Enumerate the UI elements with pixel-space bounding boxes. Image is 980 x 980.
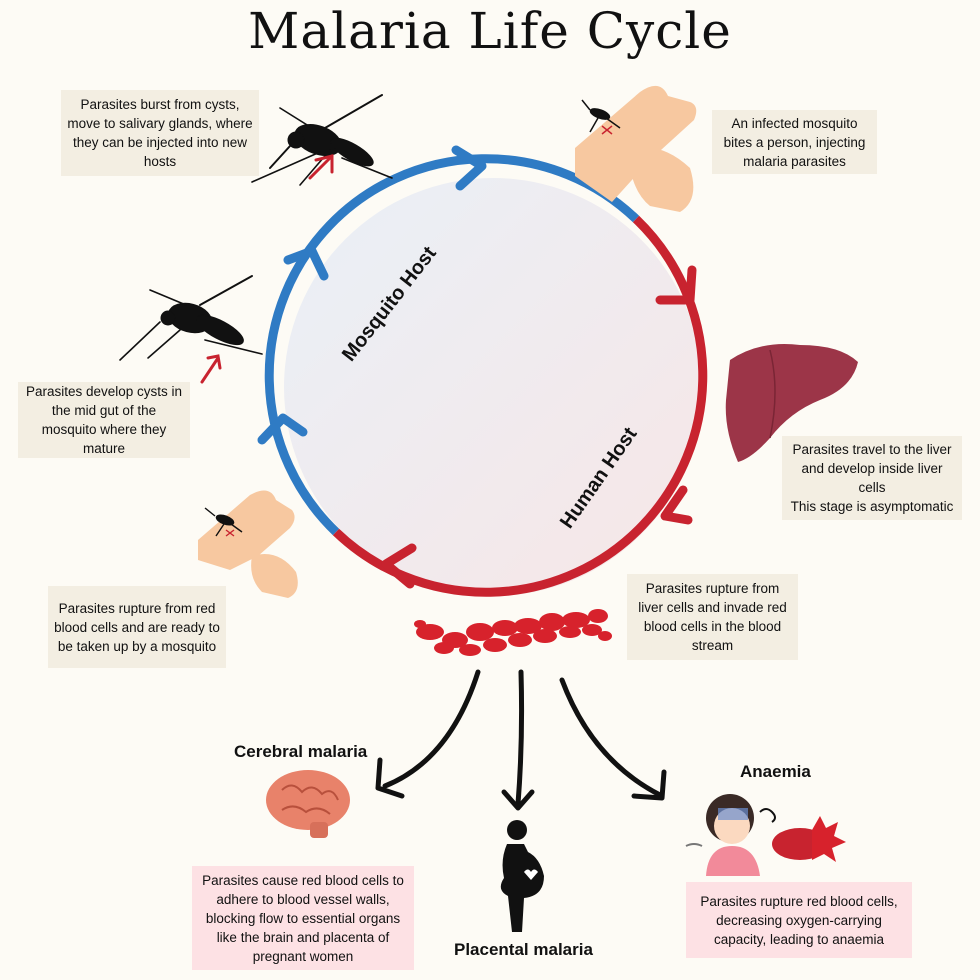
cerebral-malaria-label: Cerebral malaria xyxy=(234,742,368,761)
anaemia-text: Parasites rupture red blood cells, decre… xyxy=(700,893,898,947)
arrow-to-placental xyxy=(515,669,525,807)
step-takenup-text: Parasites rupture from red blood cells a… xyxy=(54,600,220,654)
blood-cells-icon xyxy=(414,609,612,656)
anaemia-girl-icon xyxy=(685,794,776,876)
cycle-arrow-top xyxy=(451,145,487,191)
cerebral-malaria-box: Parasites cause red blood cells to adher… xyxy=(192,866,414,970)
arrow-to-cerebral xyxy=(382,669,481,789)
mosquito-host-arc xyxy=(264,154,640,536)
step-cysts-box: Parasites develop cysts in the mid gut o… xyxy=(18,382,190,458)
step-bite-box: An infected mosquito bites a person, inj… xyxy=(712,110,877,174)
placental-malaria-label: Placental malaria xyxy=(454,940,593,959)
step-burst-box: Parasites burst from cysts, move to sali… xyxy=(61,90,259,176)
cycle-arrow-right-upper xyxy=(655,265,697,305)
brain-icon xyxy=(266,770,350,838)
mosquito-icon-mid xyxy=(119,275,263,384)
step-blood-text: Parasites rupture from liver cells and i… xyxy=(638,581,787,653)
step-burst-text: Parasites burst from cysts, move to sali… xyxy=(67,97,253,169)
hand-bite-icon-top xyxy=(575,85,697,212)
cycle-arrow-right-lower xyxy=(660,485,693,525)
hand-bite-icon-bottom xyxy=(198,490,298,598)
cycle-arrow-left-lower xyxy=(257,413,308,445)
anaemia-label: Anaemia xyxy=(740,762,811,781)
step-liver-note: This stage is asymptomatic xyxy=(790,499,954,514)
pregnant-woman-icon xyxy=(500,820,544,932)
cycle-arrow-left-upper xyxy=(283,246,329,281)
cycle-disc xyxy=(284,178,702,596)
cerebral-malaria-text: Parasites cause red blood cells to adher… xyxy=(202,872,404,964)
human-host-arc xyxy=(332,215,708,597)
step-liver-text: Parasites travel to the liver and develo… xyxy=(792,442,952,495)
arrow-to-anaemia xyxy=(559,677,663,798)
page-title: Malaria Life Cycle xyxy=(248,2,732,60)
mosquito-icon-top xyxy=(251,94,393,186)
step-cysts-text: Parasites develop cysts in the mid gut o… xyxy=(25,384,183,456)
step-blood-box: Parasites rupture from liver cells and i… xyxy=(627,574,798,660)
liver-icon xyxy=(725,344,858,462)
anaemia-box: Parasites rupture red blood cells, decre… xyxy=(686,882,912,958)
cycle-arrow-bottom xyxy=(381,543,417,589)
step-takenup-box: Parasites rupture from red blood cells a… xyxy=(48,586,226,668)
step-bite-text: An infected mosquito bites a person, inj… xyxy=(723,115,866,169)
step-liver-box: Parasites travel to the liver and develo… xyxy=(782,436,962,520)
ruptured-blood-cell-icon xyxy=(772,816,846,862)
